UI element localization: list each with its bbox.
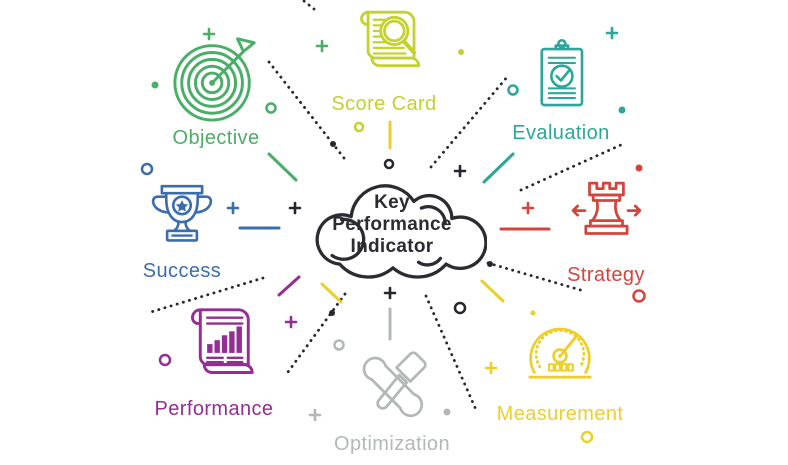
clipboard-check-icon [540, 38, 584, 107]
node-objective: Objective [136, 30, 296, 149]
node-label: Objective [172, 127, 260, 149]
plus-marks [202, 26, 619, 422]
node-score-card: Score Card [304, 0, 464, 115]
accent-dashes [238, 120, 551, 341]
trophy-icon [151, 184, 213, 242]
cloud-title-line: Performance [332, 213, 452, 235]
scroll-barchart-icon [190, 308, 254, 374]
node-evaluation: Evaluation [481, 35, 641, 144]
crossed-tools-icon [362, 351, 427, 418]
node-optimization: Optimization [312, 342, 472, 455]
node-label: Strategy [567, 264, 645, 286]
cloud-title-line: Key [374, 191, 410, 213]
node-success: Success [102, 173, 262, 282]
gauge-icon [528, 327, 592, 379]
node-label: Score Card [331, 93, 437, 115]
node-label: Optimization [334, 433, 450, 455]
chess-rook-icon [571, 181, 642, 235]
node-label: Evaluation [512, 122, 610, 144]
node-performance: Performance [134, 301, 294, 420]
node-label: Measurement [496, 403, 624, 425]
ray-end-dots [329, 141, 493, 316]
node-measurement: Measurement [480, 312, 640, 425]
target-arrow-icon [173, 37, 256, 122]
cloud-title: Key Performance Indicator [297, 166, 487, 290]
node-label: Success [142, 260, 222, 282]
kpi-cloud: Key Performance Indicator [297, 166, 487, 290]
node-strategy: Strategy [526, 173, 686, 286]
accent-rings [140, 84, 646, 444]
scroll-magnifier-icon [360, 10, 421, 68]
cloud-outline-icon [315, 184, 487, 279]
node-label: Performance [154, 398, 274, 420]
accent-dots [151, 49, 643, 416]
cloud-title-line: Indicator [350, 236, 434, 258]
